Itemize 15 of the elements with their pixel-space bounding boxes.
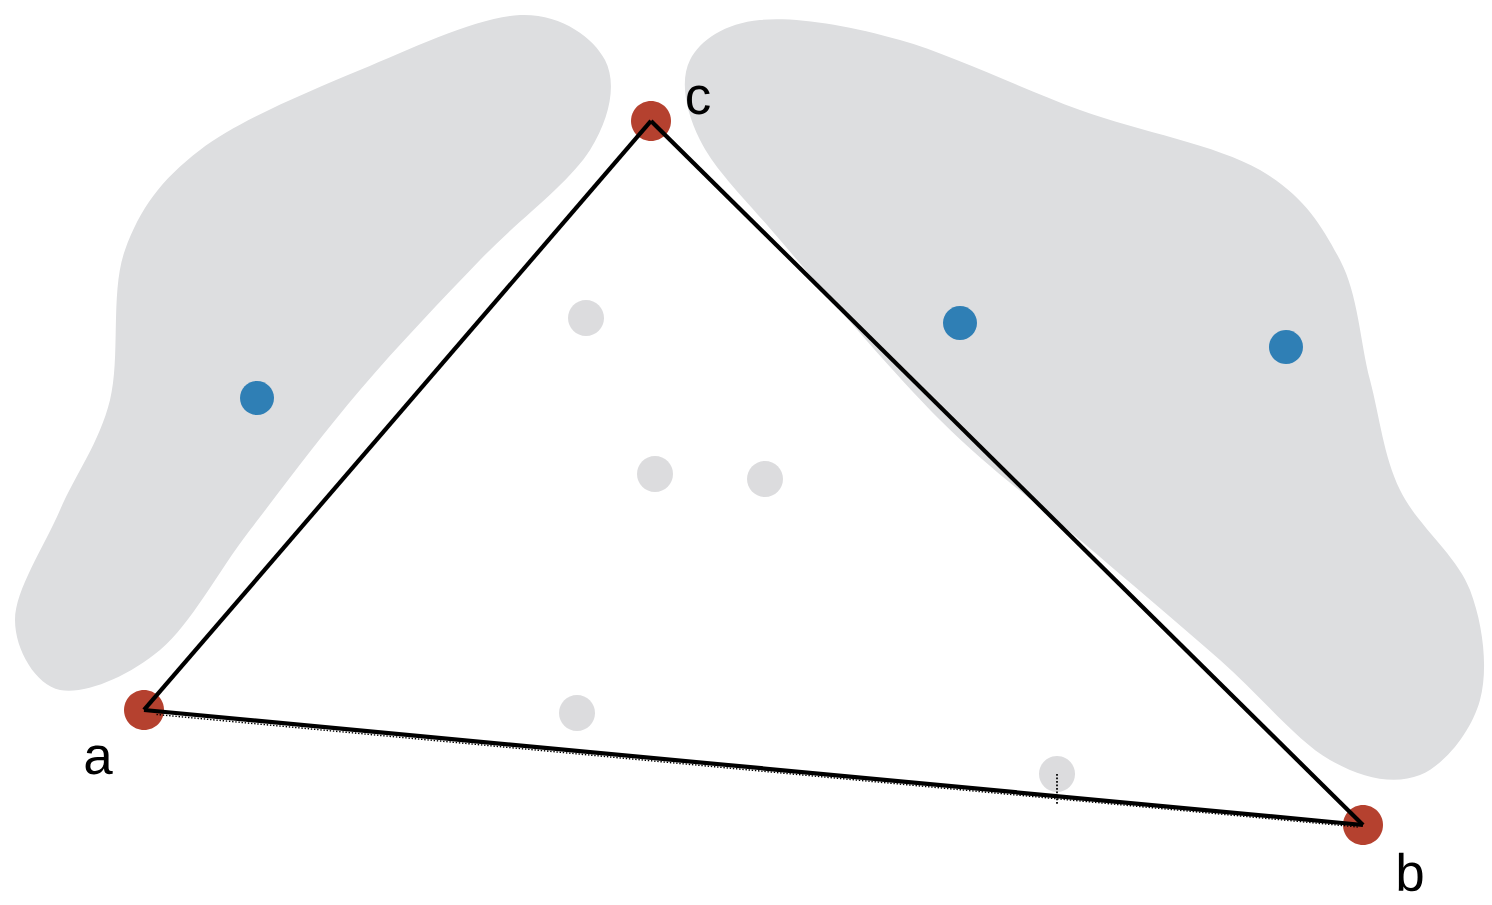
triangle-side <box>649 119 1365 827</box>
point <box>559 695 595 731</box>
point <box>943 306 977 340</box>
point <box>240 381 274 415</box>
point <box>747 461 783 497</box>
vertex-label: a <box>85 745 113 775</box>
region-blob <box>684 19 1485 780</box>
region-blob <box>15 15 611 691</box>
point <box>1039 756 1075 792</box>
triangle-side <box>142 119 653 712</box>
vertex-label: c <box>687 85 710 115</box>
point <box>637 456 673 492</box>
point <box>1269 330 1303 364</box>
point <box>568 300 604 336</box>
vertex-label: b <box>1398 852 1423 892</box>
